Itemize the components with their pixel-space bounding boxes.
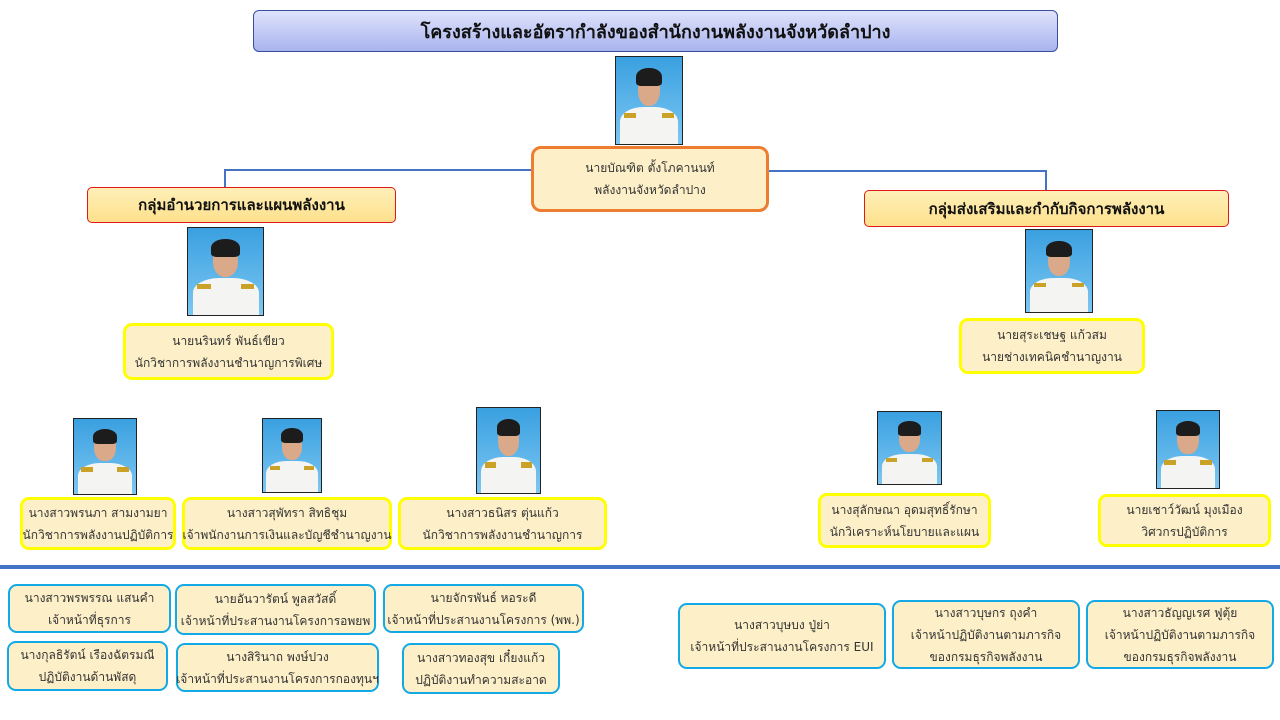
connector-line <box>224 169 226 188</box>
person-photo <box>476 407 541 494</box>
person-name: นายเชาว์วัฒน์ มุงเมือง <box>1126 502 1243 517</box>
person-name: นางสิรินาถ พงษ์ปวง <box>226 649 329 664</box>
staff-card: นางสาวพรนภา สามงามยานักวิชาการพลังงานปฏิ… <box>20 497 176 550</box>
person-position: เจ้าหน้าปฏิบัติงานตามภารกิจ <box>910 627 1062 642</box>
person-position: นักวิชาการพลังงานชำนาญการพิเศษ <box>134 355 323 370</box>
person-name: นางสาวธนิสร ตุ่นแก้ว <box>446 505 559 520</box>
person-position: นักวิเคราะห์นโยบายและแผน <box>829 524 980 539</box>
person-name: นายอันวารัตน์ พูลสวัสดิ์ <box>214 591 337 606</box>
person-name: นางสุลักษณา อุดมสุทธิ์รักษา <box>831 502 978 517</box>
chart-title: โครงสร้างและอัตรากำลังของสำนักงานพลังงาน… <box>253 10 1058 52</box>
staff-card: นายเชาว์วัฒน์ มุงเมืองวิศวกรปฏิบัติการ <box>1098 494 1271 547</box>
person-photo <box>1025 229 1093 313</box>
person-position: เจ้าหน้าที่ธุรการ <box>48 612 131 627</box>
person-name: นางสาวพรพรรณ แสนคำ <box>24 590 155 605</box>
connector-line <box>1045 170 1047 190</box>
director-card: นายบัณฑิต ตั้งโภคานนท์พลังงานจังหวัดลำปา… <box>531 146 769 212</box>
person-name: นายบัณฑิต ตั้งโภคานนท์ <box>585 161 715 175</box>
person-position: พลังงานจังหวัดลำปาง <box>594 183 706 197</box>
staff-card: นางสาวสุพัทรา สิทธิชุมเจ้าพนักงานการเงิน… <box>182 497 392 550</box>
support-card: นางกุลธิรัตน์ เรืองฉัตรมณีปฏิบัติงานด้าน… <box>7 641 168 691</box>
person-position: เจ้าหน้าที่ประสานงานโครงการ (พพ.) <box>387 612 580 627</box>
person-photo <box>73 418 137 495</box>
person-name: นางสาวบุษบง ปู่ย่า <box>734 618 830 632</box>
person-name: นางสาวทองสุข เกี๋ยงแก้ว <box>417 650 545 665</box>
person-photo <box>262 418 322 493</box>
group-header-promotion: กลุ่มส่งเสริมและกำกับกิจการพลังงาน <box>864 190 1229 227</box>
person-position: ปฏิบัติงานด้านพัสดุ <box>38 670 137 684</box>
person-photo <box>187 227 264 316</box>
support-card: นางสาวบุษบง ปู่ย่าเจ้าหน้าที่ประสานงานโค… <box>678 603 886 669</box>
person-name: นางสาวสุพัทรา สิทธิชุม <box>226 505 348 520</box>
person-position: นักวิชาการพลังงานชำนาญการ <box>422 527 583 542</box>
person-position: นายช่างเทคนิคชำนาญงาน <box>982 350 1122 364</box>
person-position: เจ้าหน้าที่ประสานงานโครงการ EUI <box>690 640 874 654</box>
person-position: วิศวกรปฏิบัติการ <box>1141 524 1228 539</box>
staff-card: นายสุระเชษฐ แก้วสมนายช่างเทคนิคชำนาญงาน <box>959 318 1145 374</box>
person-position: เจ้าหน้าที่ประสานงานโครงการอพยพ <box>180 613 371 628</box>
person-name: นายนรินทร์ พันธ์เขียว <box>172 333 285 348</box>
connector-line <box>768 170 1047 172</box>
staff-card: นางสาวธนิสร ตุ่นแก้วนักวิชาการพลังงานชำน… <box>398 497 607 550</box>
person-position: เจ้าพนักงานการเงินและบัญชีชำนาญงาน <box>182 527 392 542</box>
person-photo <box>877 411 942 485</box>
staff-card: นางสุลักษณา อุดมสุทธิ์รักษานักวิเคราะห์น… <box>818 493 991 548</box>
support-card: นางสาวพรพรรณ แสนคำเจ้าหน้าที่ธุรการ <box>8 584 171 633</box>
support-card: นายจักรพันธ์ หอระดีเจ้าหน้าที่ประสานงานโ… <box>383 584 584 633</box>
person-name: นายสุระเชษฐ แก้วสม <box>997 328 1107 342</box>
support-card: นางสาวทองสุข เกี๋ยงแก้วปฏิบัติงานทำความส… <box>402 643 560 694</box>
person-name: นางสาวบุษกร ถุงคำ <box>934 605 1038 620</box>
person-position: ของกรมธุรกิจพลังงาน <box>1123 649 1237 664</box>
group-header-admin: กลุ่มอำนวยการและแผนพลังงาน <box>87 187 396 223</box>
person-photo <box>615 56 683 145</box>
person-position: เจ้าหน้าที่ประสานงานโครงการกองทุนฯ <box>176 671 379 686</box>
person-position: นักวิชาการพลังงานปฏิบัติการ <box>22 527 174 542</box>
support-card: นายอันวารัตน์ พูลสวัสดิ์เจ้าหน้าที่ประสา… <box>175 584 376 635</box>
person-position: ปฏิบัติงานทำความสะอาด <box>415 672 547 687</box>
section-divider <box>0 565 1280 569</box>
person-position: ของกรมธุรกิจพลังงาน <box>929 649 1043 664</box>
staff-card: นายนรินทร์ พันธ์เขียวนักวิชาการพลังงานชำ… <box>123 323 334 380</box>
connector-line <box>225 169 531 171</box>
person-name: นางสาวพรนภา สามงามยา <box>28 505 168 520</box>
person-name: นางสาวธัญญเรศ ฟูตุ้ย <box>1122 605 1238 620</box>
support-card: นางสาวธัญญเรศ ฟูตุ้ยเจ้าหน้าปฏิบัติงานตา… <box>1086 600 1274 669</box>
person-position: เจ้าหน้าปฏิบัติงานตามภารกิจ <box>1104 627 1256 642</box>
person-name: นางกุลธิรัตน์ เรืองฉัตรมณี <box>20 648 155 662</box>
person-name: นายจักรพันธ์ หอระดี <box>430 590 537 605</box>
support-card: นางสิรินาถ พงษ์ปวงเจ้าหน้าที่ประสานงานโค… <box>176 643 379 692</box>
person-photo <box>1156 410 1220 489</box>
support-card: นางสาวบุษกร ถุงคำเจ้าหน้าปฏิบัติงานตามภา… <box>892 600 1080 669</box>
